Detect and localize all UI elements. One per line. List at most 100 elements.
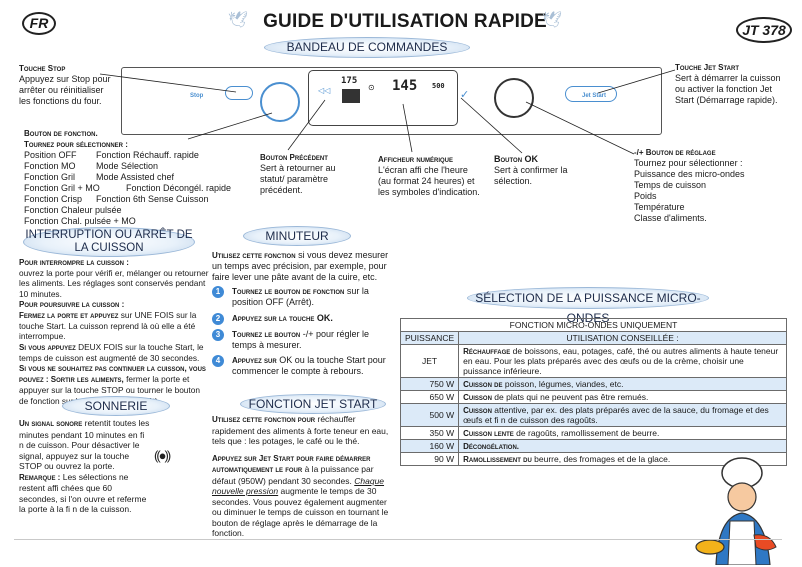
column-header-power: PUISSANCE (399, 331, 460, 345)
power-cell: 500 W (399, 403, 460, 427)
section-heading-interruption: INTERRUPTION OU ARRÊT DE LA CUISSON (23, 227, 195, 257)
back-callout: Bouton Précédent Sert à retourner au sta… (260, 152, 360, 196)
stop-callout: Touche Stop Appuyez sur Stop pour arrête… (19, 63, 114, 107)
use-cell: Cuisson attentive, par ex. des plats pré… (458, 403, 787, 427)
table-title: FONCTION MICRO-ONDES UNIQUEMENT (400, 318, 787, 332)
function-item: Fonction Chal. pulsée + MO (24, 216, 136, 226)
adjust-item: Température (634, 202, 685, 212)
display-callout-text: L'écran affi che l'heure (au format 24 h… (378, 165, 480, 197)
function-list-col2a: Fonction Réchauff. rapide Mode Sélection… (96, 150, 226, 183)
function-item: Fonction Chaleur pulsée (24, 205, 122, 215)
jetstart-p2-lead: Appuyez sur Jet Start pour faire démarre… (212, 453, 371, 475)
interruption-p3: DEUX FOIS sur la touche Start, le temps … (19, 341, 204, 363)
ok-callout-title: Bouton OK (494, 154, 539, 164)
sonnerie-p2: Les sélections ne restent affi chées que… (19, 471, 147, 515)
ok-button[interactable]: ✓ (460, 89, 470, 101)
step-number: 3 (212, 329, 224, 341)
adjust-callout-subtitle: Tournez pour sélectionner : (634, 158, 743, 168)
power-cell: 160 W (399, 439, 460, 453)
step-text: OK ou la touche Start pour commencer le … (232, 355, 386, 376)
function-callout-subtitle: Tournez pour sélectionner : (24, 140, 128, 149)
use-cell: Cuisson lente de ragoûts, ramollissement… (458, 426, 787, 440)
power-cell: JET (399, 344, 460, 378)
jetstart-p1-lead: Utilisez cette fonction pour (212, 415, 316, 424)
interruption-p4-lead: Si vous ne souhaitez pas continuer la cu… (19, 364, 206, 385)
jetstart-text: Utilisez cette fonction pour réchauffer … (212, 414, 395, 539)
jetstart-button[interactable]: Jet Start (582, 93, 607, 99)
adjust-item: Puissance des micro-ondes (634, 169, 745, 179)
step-text: sur la position OFF (Arrêt). (232, 286, 369, 307)
interruption-p2-lead: Fermez la porte et appuyez (19, 311, 119, 321)
minuteur-intro-text: si vous devez mesurer un temps avec préc… (212, 250, 389, 282)
dove-icon: 🕊 (228, 12, 249, 29)
minuteur-intro: Utilisez cette fonction si vous devez me… (212, 250, 392, 283)
use-text: de plats qui ne peuvent pas être remués. (494, 392, 649, 402)
section-heading-jetstart: FONCTION JET START (240, 394, 386, 414)
jetstart-p1: réchauffer rapidement des aliments à for… (212, 414, 389, 446)
use-lead: Cuisson lente (463, 429, 514, 438)
footer-divider (14, 539, 782, 540)
jetstart-key-outline[interactable] (565, 86, 617, 102)
display-callout: Afficheur numérique L'écran affi che l'h… (378, 154, 481, 198)
use-cell: Décongélation. (458, 439, 787, 453)
back-button[interactable]: ◁◁ (318, 86, 331, 95)
table-row: JET Réchauffage de boissons, eau, potage… (399, 344, 787, 378)
stop-button[interactable]: Stop (190, 93, 204, 99)
interruption-text: Pour interrompre la cuisson : ouvrez la … (19, 258, 209, 406)
sonnerie-p2-lead: Remarque : (19, 472, 61, 482)
function-item: Fonction 6th Sense Cuisson (96, 194, 209, 204)
minuteur-step: 1 Tournez le bouton de fonction sur la p… (212, 286, 392, 308)
step-number: 1 (212, 286, 224, 298)
adjust-item: Classe d'aliments. (634, 213, 707, 223)
column-header-use: UTILISATION CONSEILLÉE : (458, 331, 787, 345)
display-callout-title: Afficheur numérique (378, 155, 453, 164)
jetstart-p2-underlined: Chaque nouvelle pression (212, 475, 385, 497)
digital-display (308, 70, 458, 126)
use-lead: Ramollissement du (463, 455, 532, 464)
function-knob[interactable] (260, 82, 300, 122)
step-lead: Appuyez sur la touche (232, 314, 315, 323)
use-cell: Ramollissement du beurre, des fromages e… (458, 452, 787, 466)
jetstart-callout: Touche Jet Start Sert à démarrer la cuis… (675, 62, 787, 106)
step-number: 2 (212, 313, 224, 325)
function-item: Fonction Gril (24, 172, 76, 182)
language-badge: FR (22, 12, 56, 35)
section-heading-minuteur: MINUTEUR (243, 226, 351, 246)
interruption-p2-head: Pour poursuivre la cuisson : (19, 299, 125, 309)
function-item: Mode Assisted chef (96, 172, 175, 182)
sonnerie-p1-lead: Un signal sonore (19, 419, 83, 428)
power-cell: 750 W (399, 377, 460, 391)
section-heading-sonnerie: SONNERIE (62, 396, 170, 416)
jetstart-callout-title: Touche Jet Start (675, 63, 740, 72)
page-title: GUIDE D'UTILISATION RAPIDE (263, 11, 547, 32)
adjust-item: Temps de cuisson (634, 180, 707, 190)
table-header-row: PUISSANCE UTILISATION CONSEILLÉE : (399, 331, 787, 345)
adjust-item: Poids (634, 191, 657, 201)
sound-icon: ((●)) (154, 448, 171, 463)
use-cell: Cuisson de poisson, légumes, viandes, et… (458, 377, 787, 391)
use-cell: Cuisson de plats qui ne peuvent pas être… (458, 390, 787, 404)
function-item: Fonction Réchauff. rapide (96, 150, 199, 160)
jetstart-p2-end: augmente le temps de 30 secondes. Vous p… (212, 486, 389, 538)
stop-key-outline[interactable] (225, 86, 253, 100)
adjust-knob[interactable] (494, 78, 534, 118)
microwave-icon (342, 89, 360, 103)
function-item: Fonction Gril + MO (24, 183, 100, 193)
step-text: OK. (316, 313, 333, 323)
model-badge: JT 378 (736, 17, 792, 43)
function-item: Mode Sélection (96, 161, 159, 171)
display-main-value: 145 (392, 78, 418, 94)
use-text: de ragoûts, ramollissement de beurre. (516, 428, 660, 438)
table-row: 350 W Cuisson lente de ragoûts, ramollis… (399, 426, 787, 440)
power-cell: 90 W (399, 452, 460, 466)
adjust-callout-title: -/+ Bouton de réglage (634, 148, 716, 157)
dove-icon: 🕊 (542, 12, 563, 29)
stop-callout-title: Touche Stop (19, 64, 66, 73)
step-lead: Appuyez sur (232, 356, 277, 365)
back-callout-title: Bouton Précédent (260, 153, 328, 162)
ok-callout: Bouton OK Sert à confirmer la sélection. (494, 154, 602, 187)
table-row: 650 W Cuisson de plats qui ne peuvent pa… (399, 390, 787, 404)
table-row: 160 W Décongélation. (399, 439, 787, 453)
use-text: poisson, légumes, viandes, etc. (504, 379, 624, 389)
minuteur-step: 3 Tournez le bouton -/+ pour régler le t… (212, 329, 392, 351)
